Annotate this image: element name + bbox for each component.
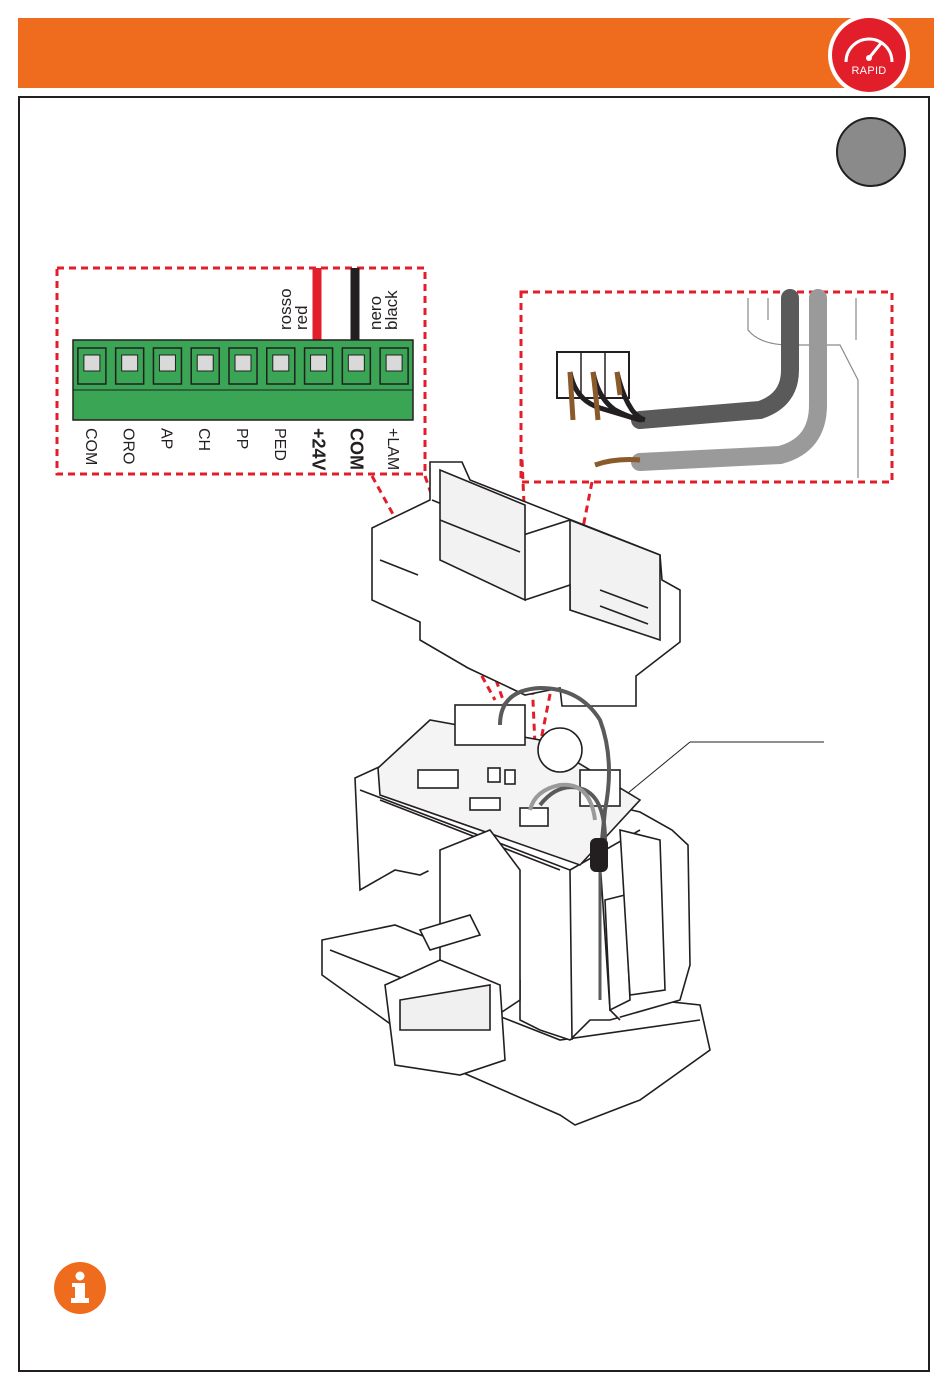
terminal-label: PP (233, 428, 250, 449)
motor-unit (322, 705, 710, 1125)
terminal-screw-head (386, 355, 402, 371)
terminal-screw-head (197, 355, 213, 371)
svg-text:AP: AP (157, 428, 174, 449)
control-unit-cover (372, 462, 680, 706)
terminal-label: AP (157, 428, 174, 449)
svg-text:COM: COM (82, 428, 99, 465)
terminal-label: ORO (120, 428, 137, 464)
info-icon (54, 1262, 106, 1314)
terminal-screws (78, 348, 408, 384)
svg-text:COM: COM (346, 428, 366, 470)
terminal-screw-head (159, 355, 175, 371)
svg-text:PED: PED (271, 428, 288, 461)
svg-text:PP: PP (233, 428, 250, 449)
svg-text:+LAM: +LAM (384, 428, 401, 470)
terminal-screw-head (311, 355, 327, 371)
terminal-label: COM (82, 428, 99, 465)
terminal-label: COM (346, 428, 366, 470)
terminal-screw-head (235, 355, 251, 371)
svg-text:black: black (382, 290, 401, 330)
svg-text:CH: CH (195, 428, 212, 451)
terminal-label: +LAM (384, 428, 401, 470)
svg-text:ORO: ORO (120, 428, 137, 464)
terminal-screw-head (273, 355, 289, 371)
terminal-screw-head (84, 355, 100, 371)
svg-text:red: red (292, 305, 311, 330)
terminal-label: PED (271, 428, 288, 461)
terminal-label: CH (195, 428, 212, 451)
red-label: red (292, 305, 311, 330)
terminal-label: +24V (309, 428, 329, 471)
terminal-screw-head (348, 355, 364, 371)
terminal-screw-head (122, 355, 138, 371)
black-label: black (382, 290, 401, 330)
svg-text:+24V: +24V (309, 428, 329, 471)
terminal-labels: COM ORO AP CH PP PED +24V COM +LAM (82, 428, 401, 471)
